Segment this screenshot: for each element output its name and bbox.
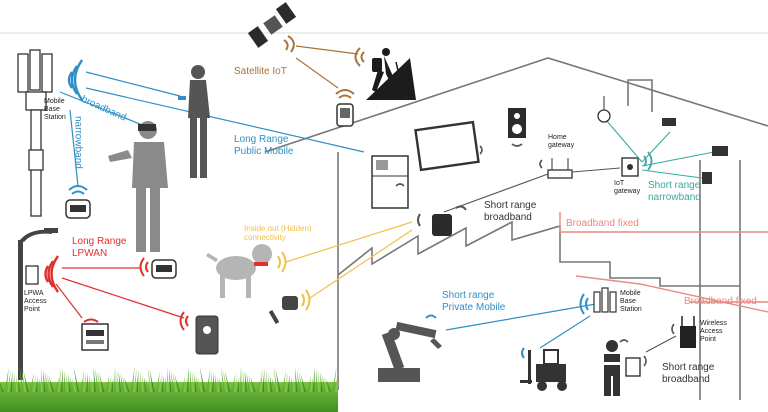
broadband-fixed-lines — [559, 212, 768, 313]
water-meter-signal — [68, 185, 88, 195]
long-range-public-mobile-label: Long Range Public Mobile — [234, 134, 294, 157]
broadband-link — [85, 71, 181, 97]
short-range-narrowband-label: Short range narrowband — [648, 180, 701, 203]
bulb-icon — [597, 96, 611, 123]
fridge-signal — [395, 183, 405, 187]
public-mobile-link — [85, 87, 365, 153]
speaker-signal — [511, 143, 523, 147]
teal-signals — [643, 151, 653, 171]
broadband-fixed-top-label: Broadband fixed — [566, 218, 639, 229]
robot-arm-icon — [378, 321, 442, 382]
dog-signal — [277, 251, 287, 273]
wireless-access-point-icon — [680, 316, 696, 348]
narrowband-label: narrowband — [72, 116, 84, 169]
private-base-station-icon — [593, 287, 617, 313]
mobile-base-station-2-label: Mobile Base Station — [620, 290, 642, 314]
mobile-base-station-label: Mobile Base Station — [44, 98, 66, 122]
wap-signal — [671, 323, 675, 335]
broadband-link-2 — [59, 91, 151, 129]
wireless-access-point-label: Wireless Access Point — [700, 320, 727, 344]
fridge-icon — [371, 155, 409, 209]
narrowband-links — [605, 119, 715, 179]
sensor-device-icon — [195, 315, 219, 355]
forklift-link — [539, 315, 591, 349]
smart-hub-icon — [432, 214, 452, 236]
home-gateway-router-icon — [547, 158, 573, 179]
tablet-icon — [625, 357, 641, 377]
tv-signal — [479, 145, 483, 155]
security-camera-icon — [662, 118, 728, 156]
chimney-icon — [627, 79, 653, 112]
lpwa-access-point-label: LPWA Access Point — [24, 290, 47, 314]
satellite-link — [295, 45, 359, 55]
long-range-lpwan-label: Long Range LPWAN — [72, 236, 127, 259]
short-range-broadband-bottom-label: Short range broadband — [662, 362, 715, 385]
iot-gateway-label: IoT gateway — [614, 180, 641, 196]
house-outline-icon — [264, 57, 768, 400]
narrowband-link — [69, 109, 79, 187]
tablet-signal — [619, 339, 647, 367]
inside-out-label: Inside out (Hidden) connectivity — [244, 224, 312, 243]
small-sensor-icon — [702, 172, 712, 184]
electricity-meter-icon — [81, 323, 109, 351]
worker-icon — [604, 340, 620, 396]
hiker-icon — [366, 48, 416, 100]
lpwa-access-point-icon — [25, 265, 39, 285]
short-range-private-mobile-label: Short range Private Mobile — [442, 290, 506, 313]
tv-icon — [414, 120, 480, 172]
home-links — [443, 167, 621, 213]
person-phone-icon — [178, 65, 210, 178]
forklift-icon — [520, 349, 567, 391]
forklift-signal — [521, 347, 525, 359]
street-lamp-icon — [18, 228, 58, 380]
inside-out-links — [285, 221, 413, 299]
wearable-tracker-icon — [336, 103, 354, 127]
satellite-link-2 — [295, 57, 339, 89]
home-gateway-label: Home gateway — [548, 134, 575, 150]
broadband-fixed-bottom-label: Broadband fixed — [684, 296, 757, 307]
tower-signal — [67, 59, 83, 101]
satellite-iot-label: Satellite IoT — [234, 66, 287, 77]
water-meter-icon — [151, 259, 177, 279]
satellite-signal — [283, 35, 295, 53]
meter-signal — [139, 257, 149, 277]
lpwan-link-3 — [61, 277, 185, 319]
vr-user-icon — [108, 121, 168, 252]
water-meter-icon — [65, 199, 91, 219]
short-range-broadband-top-label: Short range broadband — [484, 200, 537, 223]
sensor-signal — [179, 311, 189, 331]
key-tag-icon — [268, 296, 298, 325]
gateway-signal — [539, 159, 543, 169]
iot-gateway-icon — [621, 157, 639, 177]
speaker-icon — [508, 108, 526, 138]
tracker-signal — [335, 89, 355, 99]
cell-tower-icon — [17, 49, 53, 217]
satellite-icon — [247, 2, 297, 48]
lpwan-link-2 — [55, 283, 83, 319]
key-signal — [301, 289, 311, 311]
robot-signal — [425, 314, 437, 319]
wap-link — [645, 335, 677, 353]
lpwa-signal — [44, 255, 59, 293]
private-mobile-link — [445, 303, 597, 331]
electricity-meter-signal — [83, 318, 99, 323]
hiker-signal — [354, 47, 365, 67]
dog-icon — [206, 244, 272, 298]
grass-icon — [0, 366, 339, 412]
private-bs-signal — [579, 293, 589, 315]
